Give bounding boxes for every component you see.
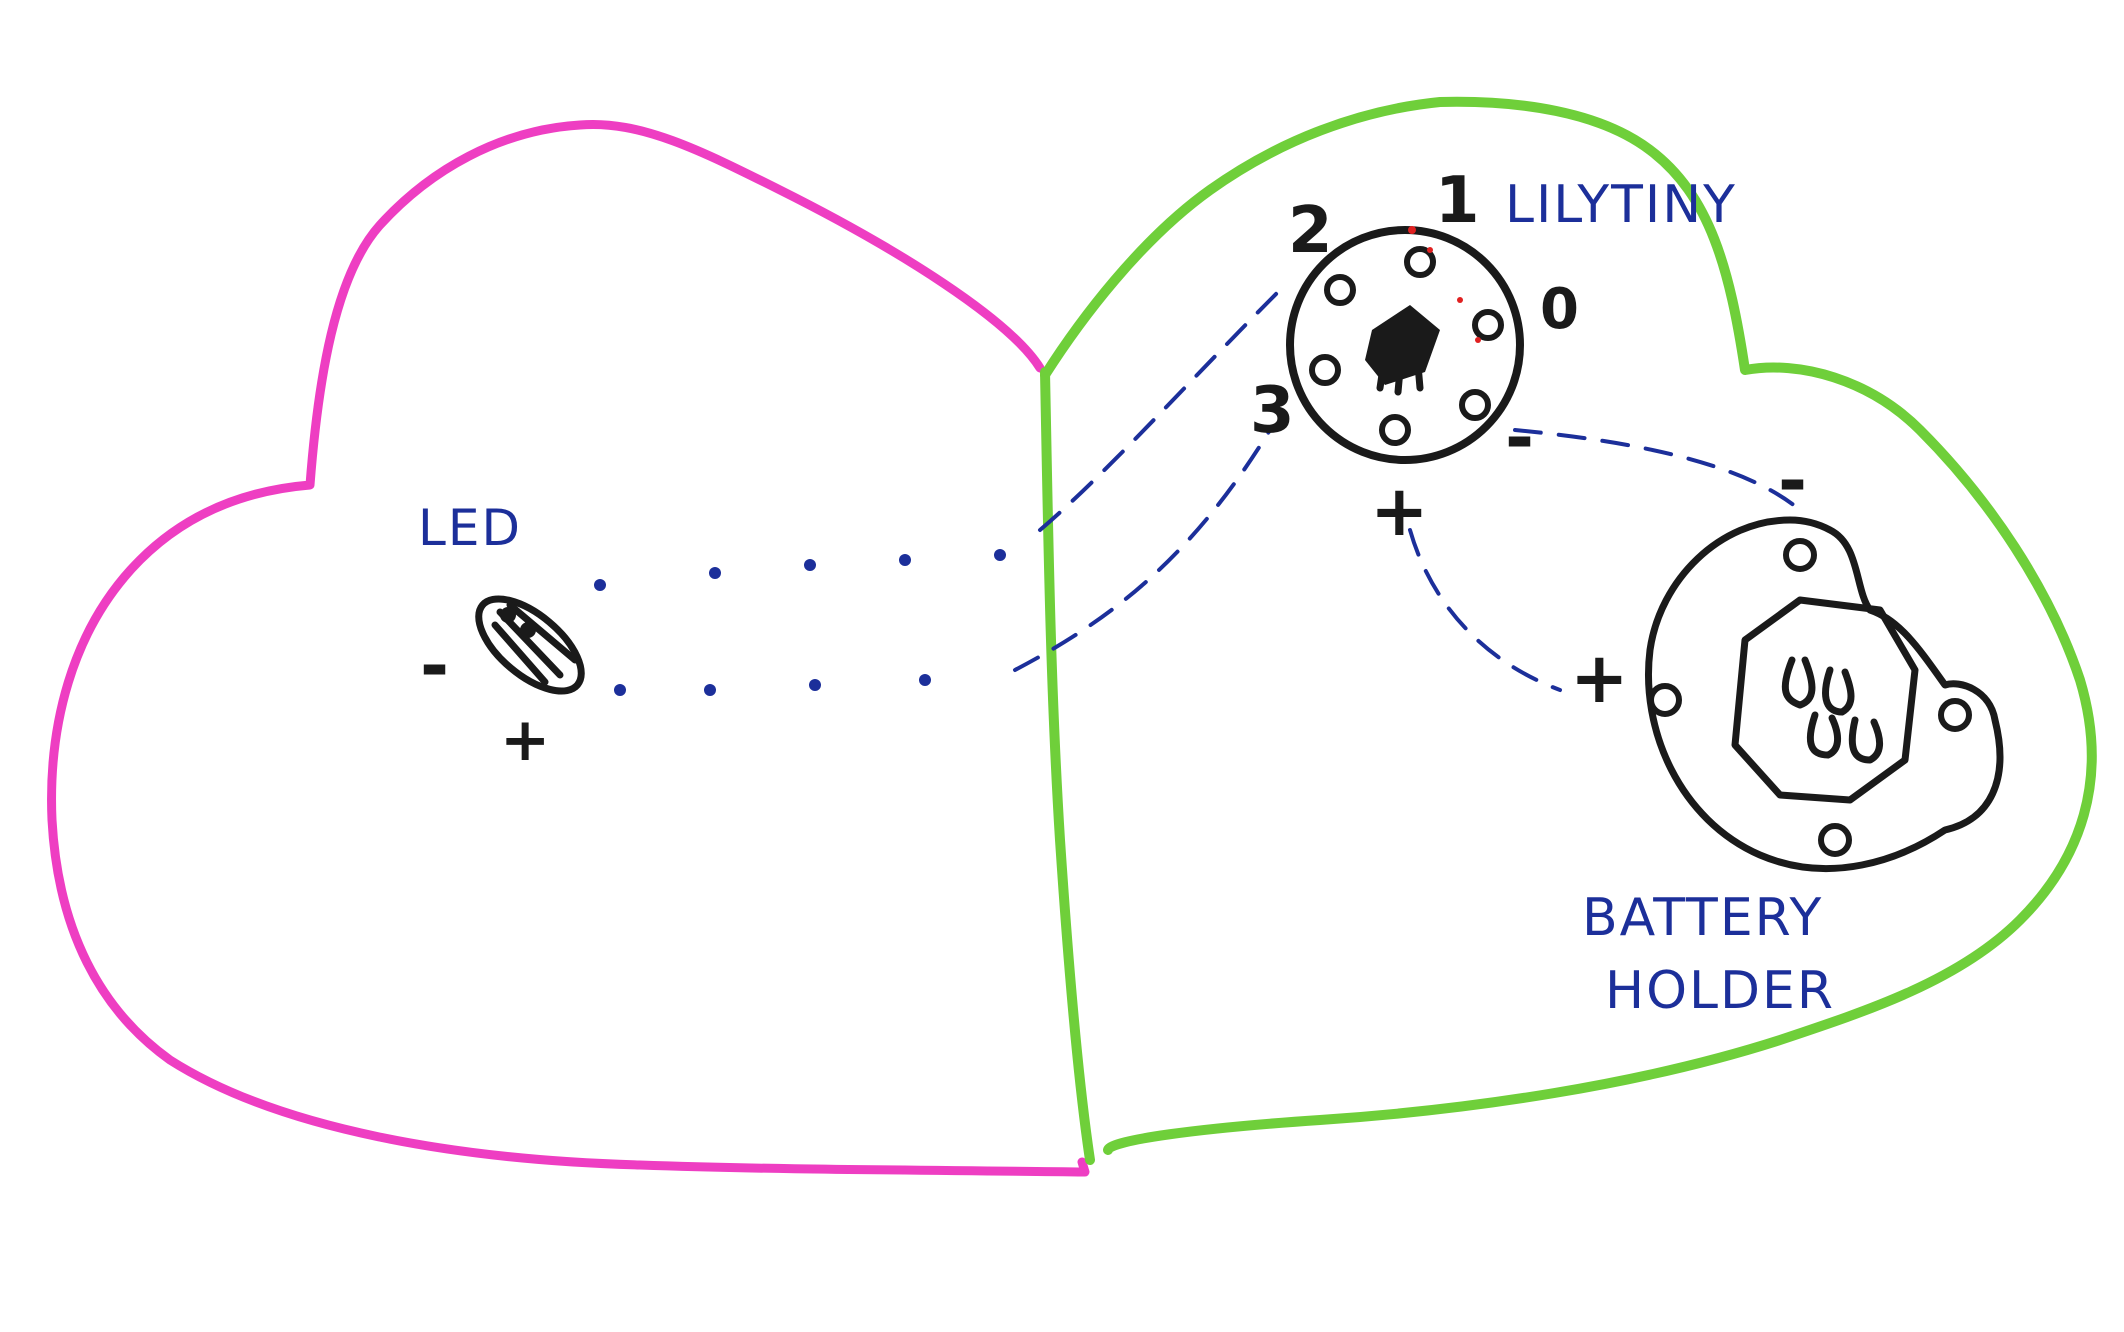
- battery-holder-label-line1: BATTERY: [1582, 888, 1823, 948]
- battery-plus-label: +: [1570, 637, 1629, 719]
- lilytiny-pin-2-label: 2: [1288, 194, 1333, 268]
- left-heart-outline: [47, 119, 1090, 1177]
- lilytiny-pin-1-label: 1: [1435, 164, 1480, 238]
- led-minus-sign: -: [420, 625, 449, 707]
- thread-pin3-to-led: [1038, 288, 1282, 532]
- led-component: [475, 595, 585, 695]
- lilytiny-plus-label: +: [1370, 470, 1429, 552]
- thread-plus-to-battery: [1408, 528, 1562, 692]
- lilytiny-minus-label: -: [1505, 397, 1534, 479]
- led-label: LED: [418, 499, 522, 557]
- lilytiny-pin-0-label: 0: [1540, 277, 1579, 342]
- lilytiny-board: [1286, 226, 1524, 464]
- led-upper-thread-dots: [594, 549, 1006, 591]
- thread-pin2-to-led: [1013, 428, 1272, 672]
- lilytiny-pin-3-label: 3: [1250, 374, 1295, 448]
- right-heart-outline: [1040, 96, 2097, 1155]
- green-center-seam: [1040, 367, 1095, 1165]
- battery-holder-label-line2: HOLDER: [1605, 961, 1835, 1021]
- led-lower-thread-dots: [614, 674, 931, 696]
- battery-minus-label: -: [1778, 440, 1807, 522]
- thread-minus-to-battery: [1513, 428, 1802, 512]
- led-plus-sign: +: [500, 705, 550, 775]
- battery-holder: [1645, 516, 2004, 873]
- lilytiny-label: LILYTINY: [1505, 175, 1737, 235]
